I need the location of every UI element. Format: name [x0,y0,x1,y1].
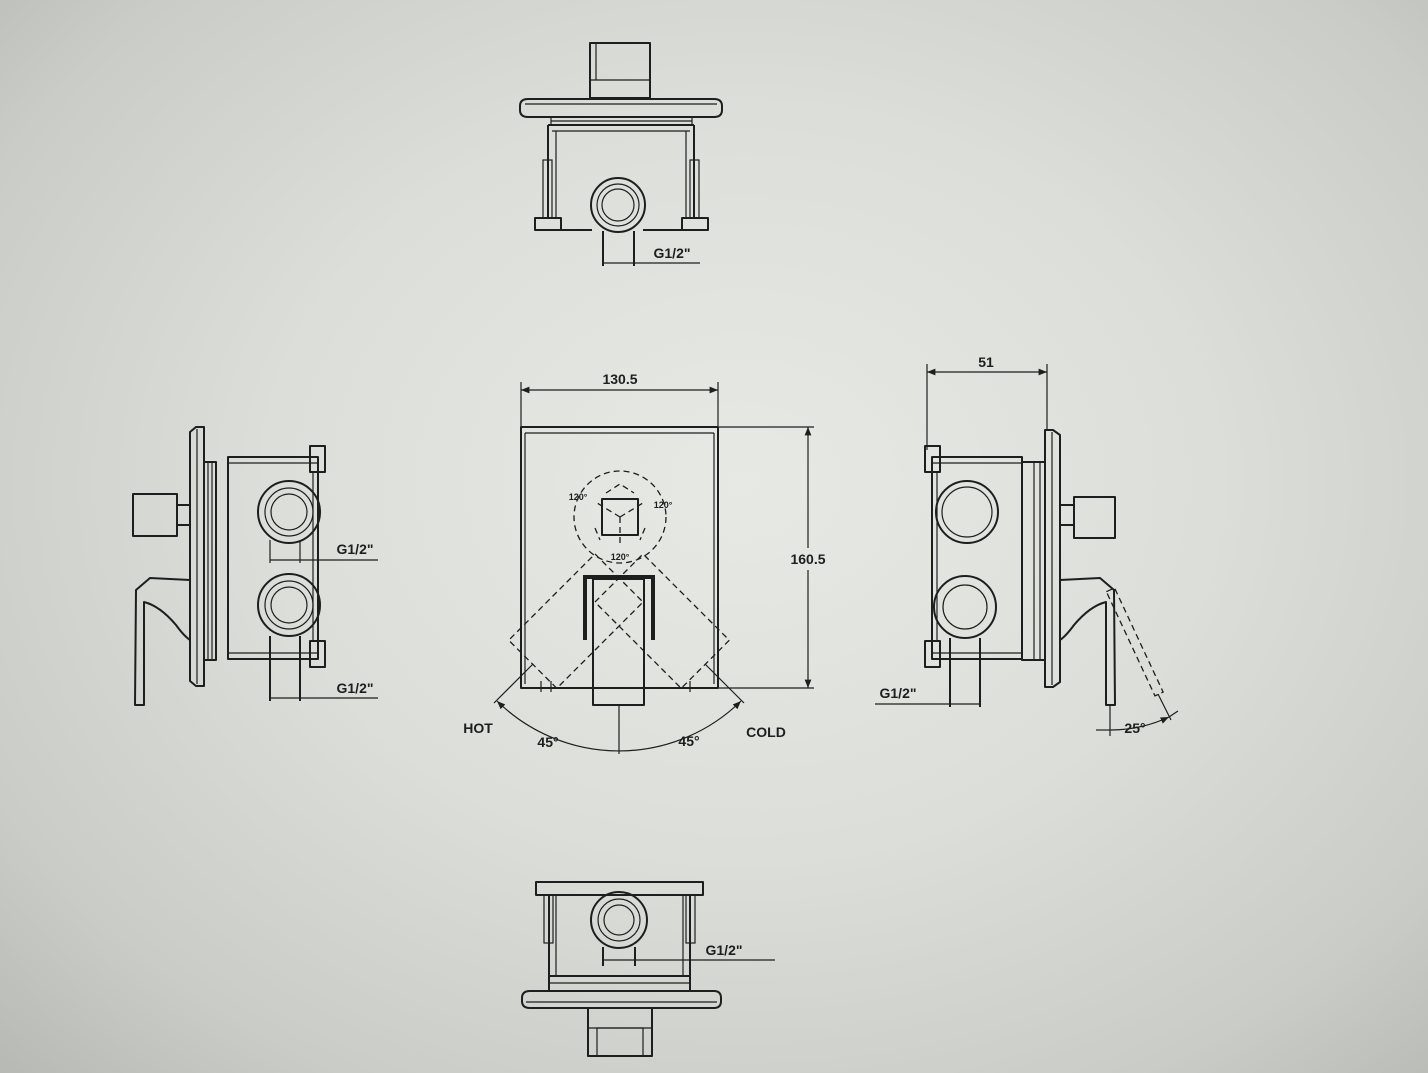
mixer-lever [583,575,655,706]
inlet-port-upper [935,480,999,544]
diverter-knob [1059,496,1116,539]
top-view: G1/2" [519,42,723,266]
hot-angle-label: 45° [537,734,558,750]
valve-body [227,445,326,668]
right-view: 51 G1/2" [875,354,1179,736]
lower-thread-label: G1/2" [337,680,374,696]
lever-tilted-position [1105,587,1164,697]
width-label: 130.5 [602,371,637,387]
mixer-lever [134,577,191,706]
outlet-port [590,177,646,266]
left-view: G1/2" G1/2" [132,426,378,706]
inlet-port-lower [257,573,321,701]
inlet-port-lower [933,575,997,707]
depth-label: 51 [978,354,994,370]
diverter-knob [132,493,191,537]
diverter-knob [589,42,651,99]
diverter-angle-label-right: 120° [654,500,673,510]
rotation-arc [496,700,742,752]
collar [203,461,217,661]
thread-label: G1/2" [880,685,917,701]
cold-angle-label: 45° [678,733,699,749]
upper-thread-label: G1/2" [337,541,374,557]
diverter-knob: 120° 120° 120° [569,470,673,564]
outlet-port [590,891,648,966]
height-label: 160.5 [790,551,825,567]
lever-angle-label: 25° [1124,720,1145,736]
lever-angle-arc [1109,716,1170,731]
thread-label: G1/2" [654,245,691,261]
cover-plate [519,98,723,118]
cover-plate [520,426,719,689]
valve-body [924,445,1023,668]
cover-plate [189,426,205,687]
hot-label: HOT [463,720,493,736]
diverter-angle-label-left: 120° [569,492,588,502]
cold-label: COLD [746,724,786,740]
valve-body [534,124,709,231]
valve-body [535,881,704,976]
cover-plate [1044,429,1061,688]
cover-plate [521,990,722,1009]
thread-label: G1/2" [706,942,743,958]
diverter-knob [587,1007,653,1057]
inlet-port-upper [257,480,321,563]
front-view: 130.5 160.5 120° 120° 120° [463,371,826,754]
bottom-view: G1/2" [521,881,775,1057]
diverter-angle-label-bottom: 120° [611,552,630,562]
mixer-lever [1059,577,1116,706]
